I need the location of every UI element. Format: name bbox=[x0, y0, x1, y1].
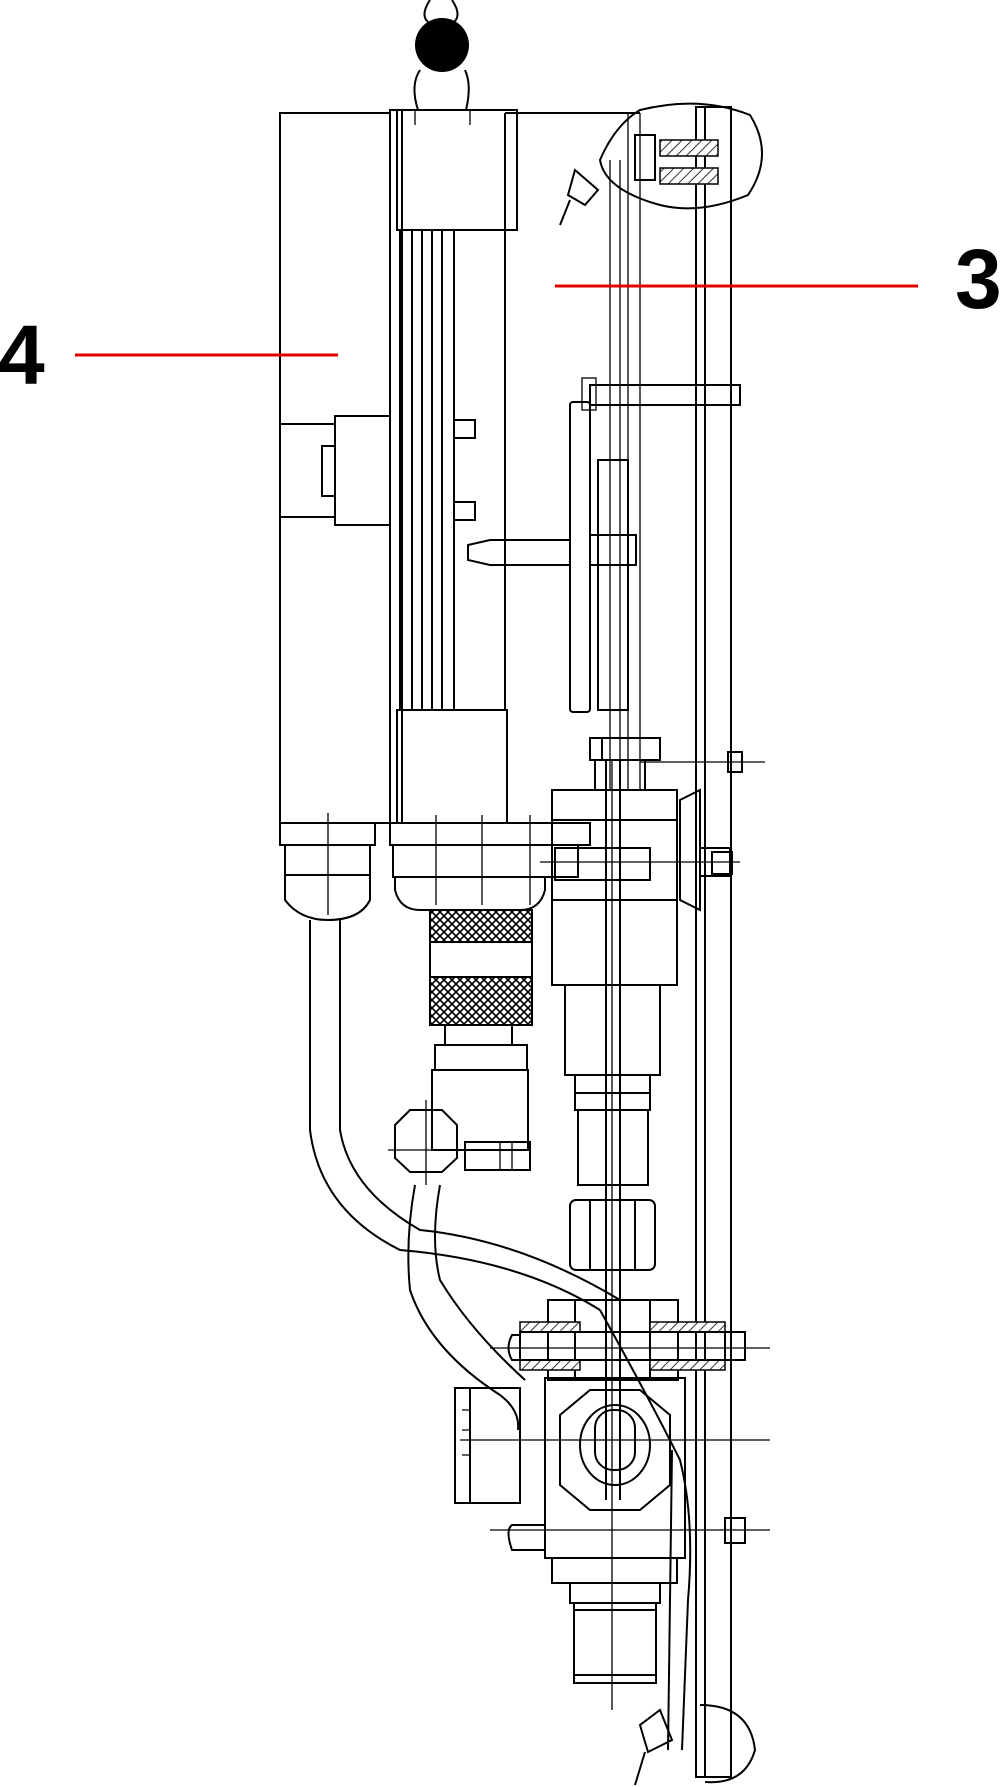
knurled-connector bbox=[429, 909, 533, 1171]
bottom-loop bbox=[634, 1704, 757, 1786]
callout-4: 4 bbox=[0, 308, 338, 402]
callout-4-label: 4 bbox=[0, 308, 45, 402]
hoses bbox=[309, 920, 692, 1751]
callout-3: 3 bbox=[555, 232, 1000, 326]
sensor-assembly bbox=[467, 102, 765, 1778]
enclosure-body bbox=[279, 112, 391, 824]
cross-bolt bbox=[490, 1299, 770, 1381]
finned-module bbox=[389, 109, 640, 824]
lifting-eye bbox=[413, 0, 471, 125]
valve-body bbox=[460, 1377, 770, 1684]
callout-3-label: 3 bbox=[955, 232, 1000, 326]
manifold-block bbox=[540, 760, 740, 986]
cable-glands bbox=[279, 813, 591, 922]
hex-fitting bbox=[388, 1100, 466, 1185]
